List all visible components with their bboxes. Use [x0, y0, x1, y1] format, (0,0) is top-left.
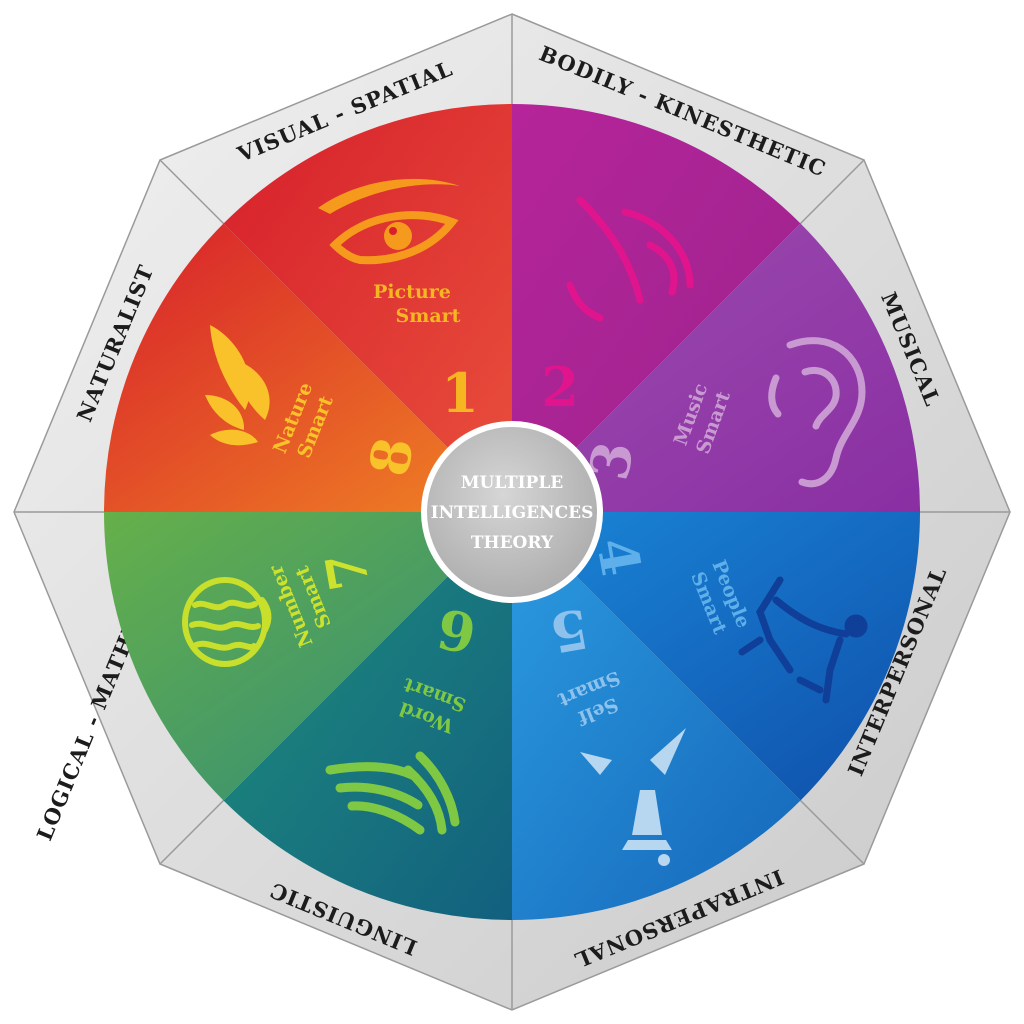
- center-title-line2: INTELLIGENCES: [431, 503, 594, 523]
- picture-smart-line1: Picture: [373, 281, 451, 303]
- leaf-icon: [205, 325, 270, 446]
- center-hub: MULTIPLE INTELLIGENCES THEORY: [421, 421, 603, 603]
- ear-icon: [768, 337, 866, 488]
- brain-icon: [182, 577, 272, 667]
- segment-picture: [223, 104, 512, 512]
- number-2: 2: [541, 355, 579, 419]
- eye-icon: [318, 178, 460, 265]
- picture-smart-line2: Smart: [396, 305, 461, 327]
- center-title-line3: THEORY: [471, 533, 554, 553]
- segment-self: [512, 512, 801, 920]
- center-title-line1: MULTIPLE: [461, 473, 564, 493]
- segment-people: [512, 512, 920, 801]
- self-icon: [580, 728, 686, 866]
- people-icon: [738, 576, 868, 704]
- number-1: 1: [441, 361, 479, 425]
- book-icon: [325, 751, 460, 835]
- segment-nature: [104, 223, 512, 512]
- segment-music: [512, 223, 920, 512]
- hand-icon: [566, 196, 694, 322]
